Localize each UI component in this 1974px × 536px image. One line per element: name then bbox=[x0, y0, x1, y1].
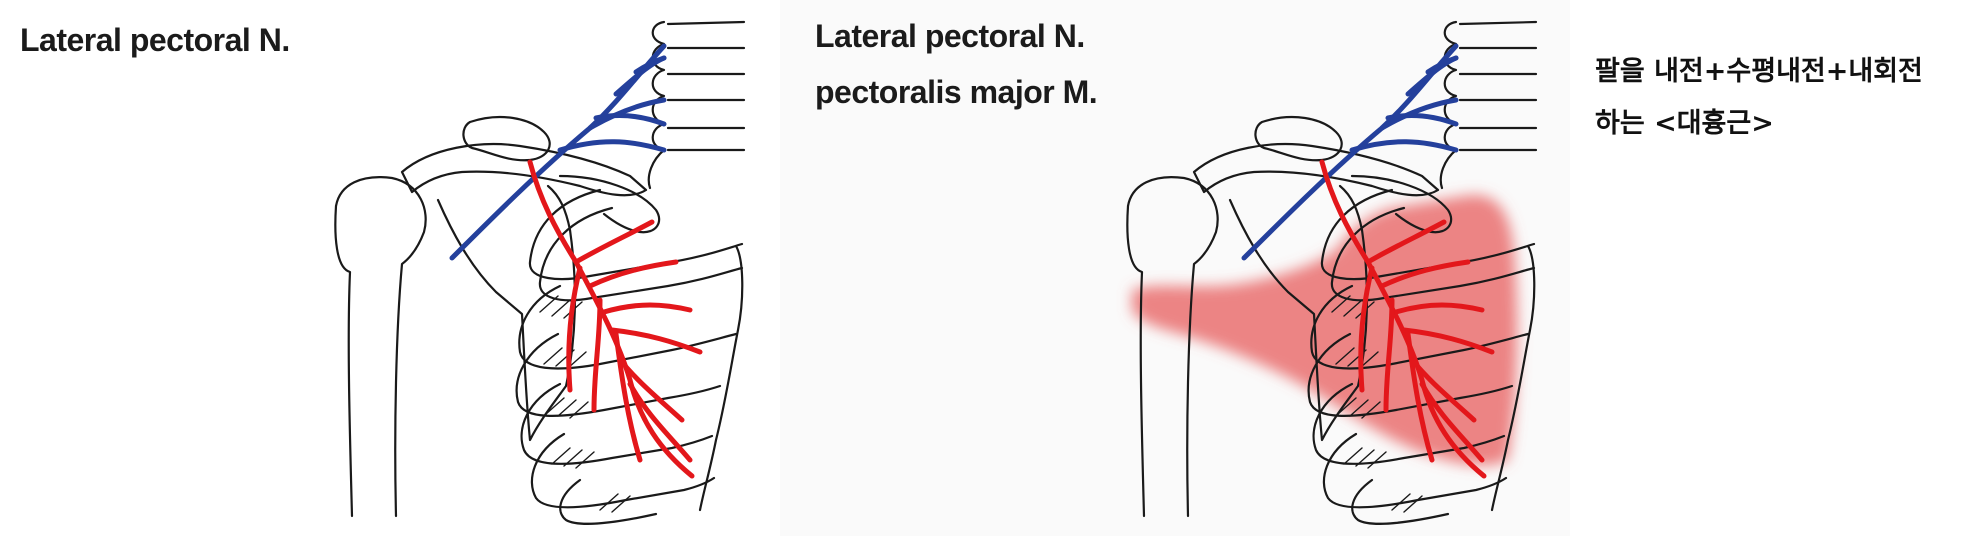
rib-5 bbox=[1312, 382, 1506, 465]
right-figure-title-nerve: Lateral pectoral N. bbox=[815, 18, 1085, 54]
rib-3 bbox=[1310, 284, 1530, 370]
lateral-pectoral-nerve bbox=[527, 159, 703, 479]
right-figure-panel: Lateral pectoral N. pectoralis major M. bbox=[780, 0, 1570, 536]
acromion bbox=[462, 116, 551, 162]
spine-edge bbox=[1458, 20, 1538, 152]
acromion bbox=[1254, 116, 1343, 162]
rib-1 bbox=[528, 188, 744, 281]
rib-6 bbox=[530, 432, 716, 509]
pectoralis-major-muscle-highlight bbox=[1132, 194, 1518, 466]
rib-6 bbox=[1322, 432, 1508, 509]
humerus bbox=[1126, 176, 1219, 518]
left-figure-panel: Lateral pectoral N. bbox=[0, 0, 780, 536]
scapula bbox=[1228, 184, 1369, 442]
skeleton-outline bbox=[1126, 20, 1538, 525]
left-anatomy-illustration bbox=[334, 20, 746, 525]
coracoid bbox=[1350, 174, 1453, 234]
rib-hatching bbox=[1331, 295, 1423, 513]
spine-edge bbox=[666, 20, 746, 152]
muscle-action-line-2: 하는 <대흉근> bbox=[1595, 108, 1774, 139]
right-figure-title-muscle: pectoralis major M. bbox=[815, 74, 1098, 110]
scapula bbox=[436, 184, 577, 442]
coracoid bbox=[558, 174, 661, 234]
rib-3 bbox=[518, 284, 738, 370]
rib-hatching bbox=[539, 295, 631, 513]
rib-2 bbox=[1330, 206, 1536, 302]
rib-4 bbox=[1307, 332, 1514, 417]
rib-5 bbox=[520, 382, 714, 465]
lateral-pectoral-nerve bbox=[1319, 159, 1495, 479]
costal-cartilage bbox=[698, 244, 744, 512]
costal-cartilage bbox=[1490, 244, 1536, 512]
rib-7 bbox=[1351, 478, 1450, 525]
rib-1 bbox=[1320, 188, 1536, 281]
brachial-plexus bbox=[449, 43, 667, 261]
rib-2 bbox=[538, 206, 744, 302]
rib-4 bbox=[515, 332, 722, 417]
humerus bbox=[334, 176, 427, 518]
rib-7 bbox=[559, 478, 658, 525]
brachial-plexus bbox=[1241, 43, 1459, 261]
clavicle bbox=[400, 143, 648, 197]
right-anatomy-illustration bbox=[1126, 20, 1538, 525]
muscle-action-line-1: 팔을 내전+수평내전+내회전 bbox=[1595, 56, 1923, 87]
clavicle bbox=[1192, 143, 1440, 197]
left-figure-title: Lateral pectoral N. bbox=[20, 22, 290, 58]
